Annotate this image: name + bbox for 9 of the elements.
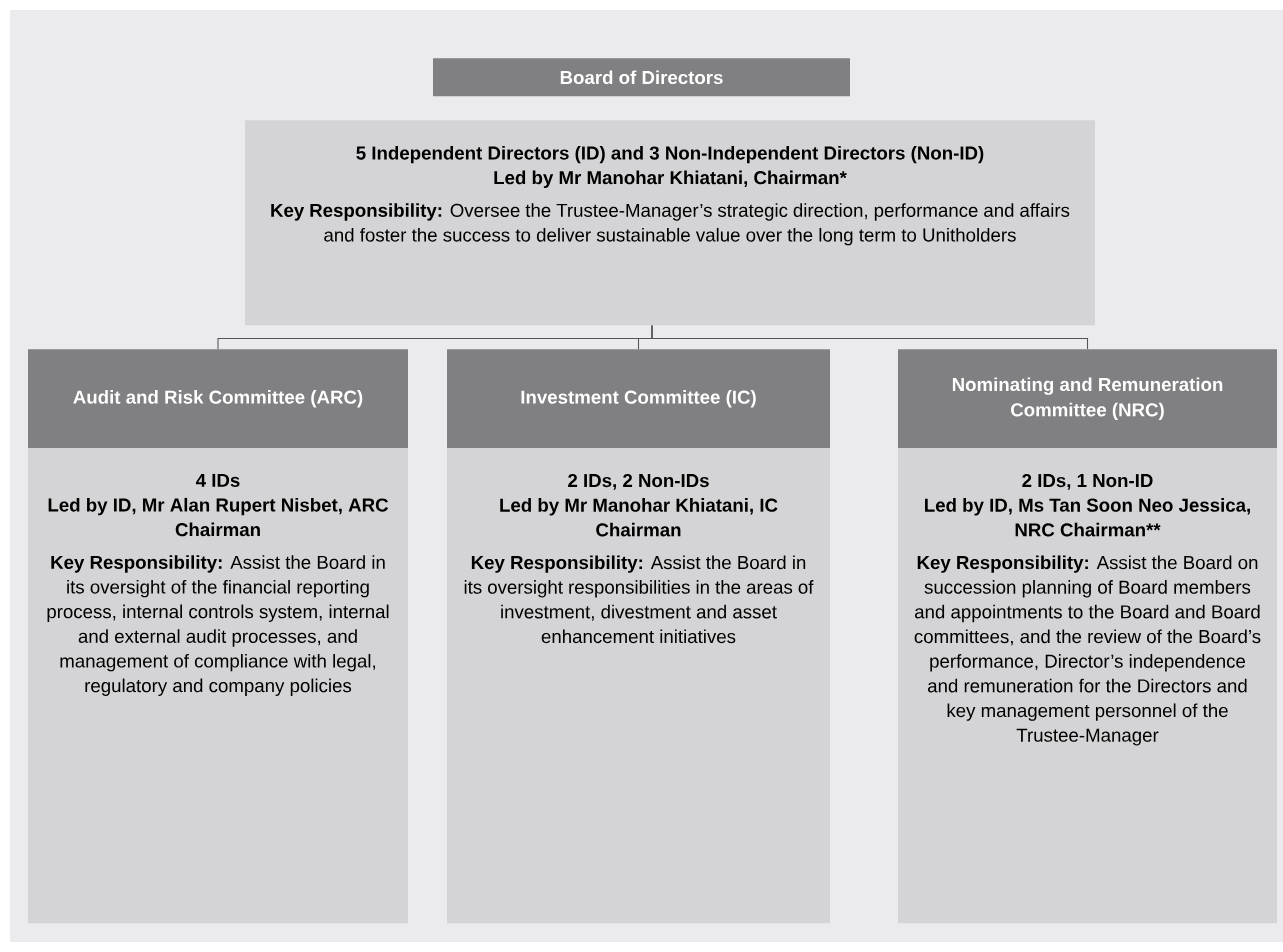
committee-header: Nominating and Remuneration Committee (NRC) [898,349,1277,449]
committee-box: 2 IDs, 2 Non-IDs Led by Mr Manohar Khiatani, IC Chairman Key Responsibility: Assist the Board in its oversight responsibilities in the areas of investment, divestment and asset enhancement initiatives [447,448,830,924]
committee-box: 2 IDs, 1 Non-ID Led by ID, Ms Tan Soon Neo Jessica, NRC Chairman** Key Responsibility: Assist the Board on succession planning of Board members and appointments to the Board and Board committees, and the review of the Board’s performance, Director’s independence and remuneration for the Directors and key management personnel of the Trustee-Manager [898,448,1277,924]
board-box: 5 Independent Directors (ID) and 3 Non-Independent Directors (Non-ID) Led by Mr Manohar Khiatani, Chairman* Key Responsibility: Oversee the Trustee-Manager’s strategic direction, performance and affairs and foster the success to deliver sustainable value over the long term to Unitholders [245,120,1095,326]
committee-header: Investment Committee (IC) [447,349,830,449]
connector-line [651,325,1089,350]
committee-box: 4 IDs Led by ID, Mr Alan Rupert Nisbet, ARC Chairman Key Responsibility: Assist the Board in its oversight of the financial reporting process, internal controls system, internal and external audit processes, and management of compliance with legal, regulatory and company policies [28,448,408,924]
committee-header: Audit and Risk Committee (ARC) [28,349,408,449]
title-box: Board of Directors [433,58,850,97]
